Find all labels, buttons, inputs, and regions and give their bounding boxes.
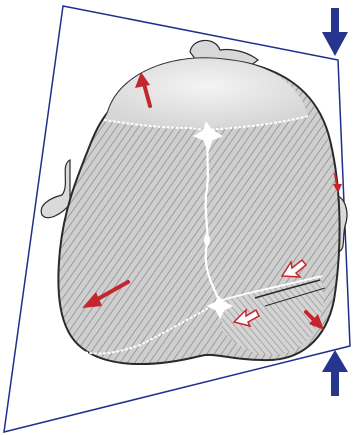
frontal-region	[104, 58, 308, 128]
left-ear-bump	[41, 160, 70, 218]
blue-arrow-down	[322, 8, 348, 56]
mid-sagittal-gap	[204, 234, 210, 246]
blue-arrow-up	[322, 350, 348, 396]
